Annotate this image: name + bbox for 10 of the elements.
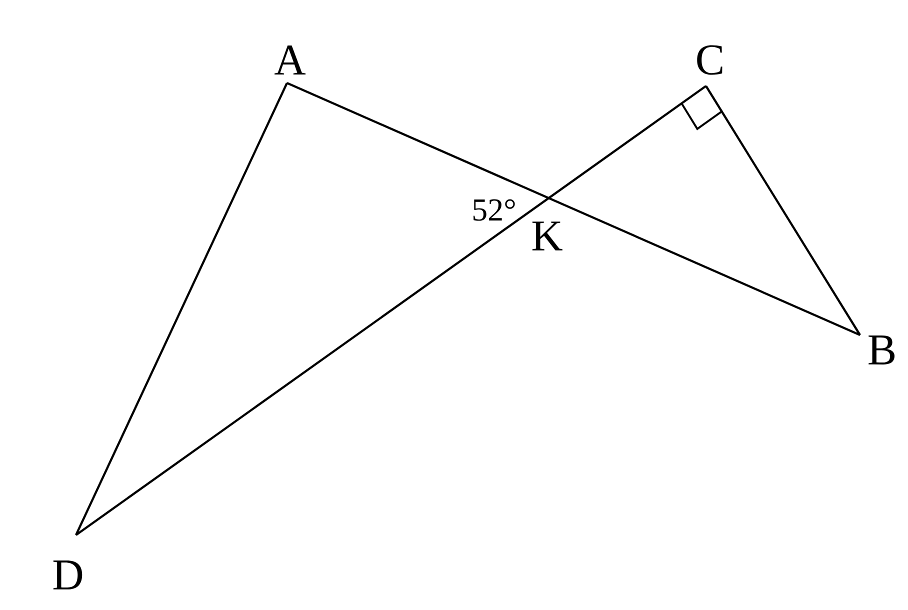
point-label: D [53, 560, 82, 590]
line-segment [286, 82, 860, 336]
point-label: B [868, 336, 895, 364]
point-label: C [697, 45, 722, 75]
point-label: A [274, 45, 306, 75]
angle-label: 52° [473, 199, 515, 221]
point-label: K [532, 222, 562, 250]
line-segment [705, 85, 861, 336]
line-segment [75, 85, 707, 536]
line-segment [75, 82, 288, 536]
